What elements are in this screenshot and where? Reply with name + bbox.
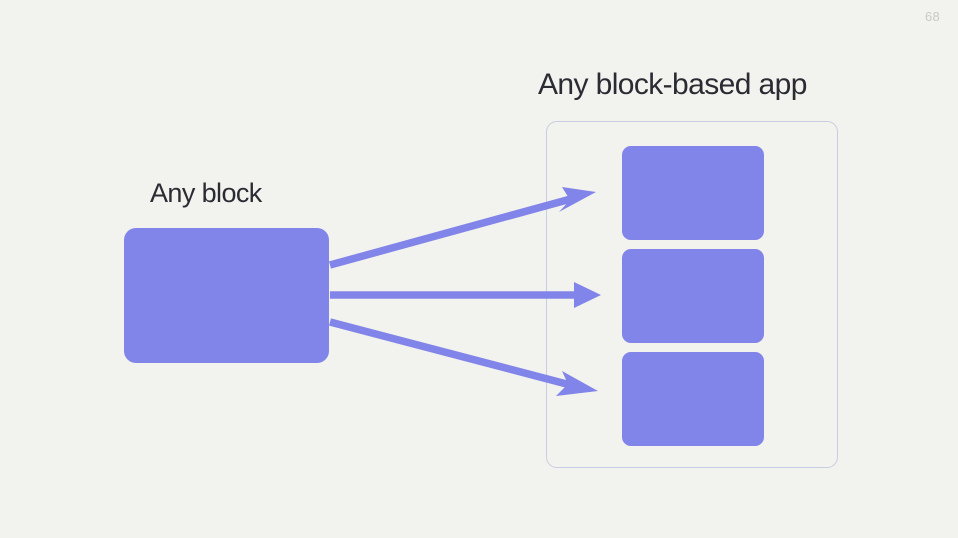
target-block-2	[622, 249, 764, 343]
target-block-1	[622, 146, 764, 240]
source-block-title: Any block	[150, 178, 262, 208]
source-block	[124, 228, 329, 363]
app-title: Any block-based app	[538, 68, 807, 101]
arrow-1-shaft	[329, 193, 579, 269]
app-container	[546, 121, 838, 468]
target-block-3	[622, 352, 764, 446]
arrow-3-shaft	[329, 318, 579, 391]
page-number: 68	[924, 9, 940, 24]
